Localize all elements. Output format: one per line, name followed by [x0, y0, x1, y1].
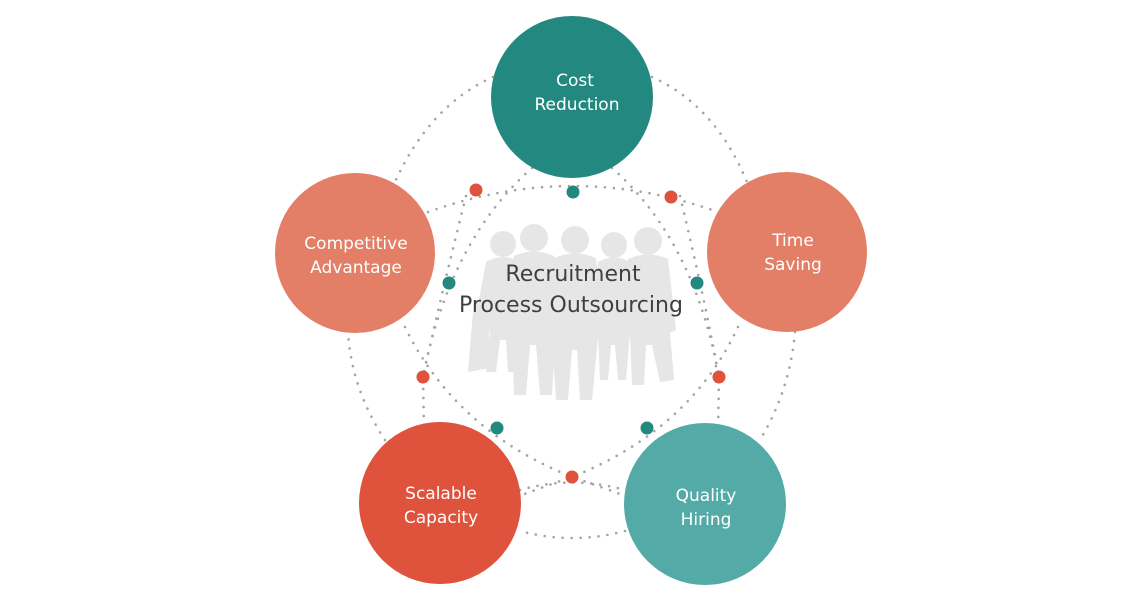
- node-circle: [624, 423, 786, 585]
- connector-left-vertical-inner: [421, 194, 468, 432]
- node-quality-hiring: Quality Hiring: [624, 423, 786, 585]
- connector-cost-quality-inner: [421, 166, 534, 379]
- node-label-line1: Scalable: [405, 484, 477, 504]
- node-label-line2: Reduction: [535, 95, 620, 115]
- center-title-line1: Recruitment: [505, 262, 641, 287]
- connector-time-quality-outer: [758, 330, 797, 442]
- node-label-line2: Advantage: [310, 258, 402, 278]
- connector-scalable-competitive-outer: [346, 331, 387, 442]
- business-people-silhouette-icon: [468, 224, 676, 400]
- node-label-line2: Hiring: [681, 510, 732, 530]
- node-circle: [359, 422, 521, 584]
- connector-dot-teal: [490, 421, 504, 435]
- connector-cost-competitive-outer: [393, 75, 495, 184]
- connector-dot-teal: [690, 276, 704, 290]
- connector-dot-red: [469, 183, 483, 197]
- connector-dot-red: [712, 370, 726, 384]
- node-circle: [491, 16, 653, 178]
- connector-dot-teal: [442, 276, 456, 290]
- connector-cost-scalable-inner: [610, 166, 721, 379]
- connector-bottom-inner: [518, 481, 627, 492]
- node-time-saving: Time Saving: [707, 172, 867, 332]
- node-label-line2: Saving: [764, 255, 822, 275]
- outer-connectors: [346, 75, 797, 540]
- connector-dot-red: [664, 190, 678, 204]
- connector-competitive-quality-inner: [403, 325, 664, 514]
- connector-dot-teal: [566, 185, 580, 199]
- node-label-line1: Quality: [676, 486, 737, 506]
- connector-cost-time-outer: [650, 75, 749, 184]
- node-label-line1: Cost: [556, 71, 594, 91]
- node-label-line1: Competitive: [304, 234, 407, 254]
- connector-dot-teal: [640, 421, 654, 435]
- node-cost-reduction: Cost Reduction: [491, 16, 653, 178]
- connector-quality-scalable-outer: [518, 529, 627, 540]
- node-circle: [275, 173, 435, 333]
- node-circle: [707, 172, 867, 332]
- node-scalable-capacity: Scalable Capacity: [359, 422, 521, 584]
- connector-dots: [416, 183, 726, 484]
- node-competitive-advantage: Competitive Advantage: [275, 173, 435, 333]
- connector-dot-red: [565, 470, 579, 484]
- node-label-line1: Time: [771, 231, 814, 251]
- center-title: Recruitment Process Outsourcing: [459, 262, 683, 318]
- connector-right-vertical-inner: [678, 194, 721, 432]
- center-title-line2: Process Outsourcing: [459, 293, 683, 318]
- node-label-line2: Capacity: [404, 508, 478, 528]
- connector-dot-red: [416, 370, 430, 384]
